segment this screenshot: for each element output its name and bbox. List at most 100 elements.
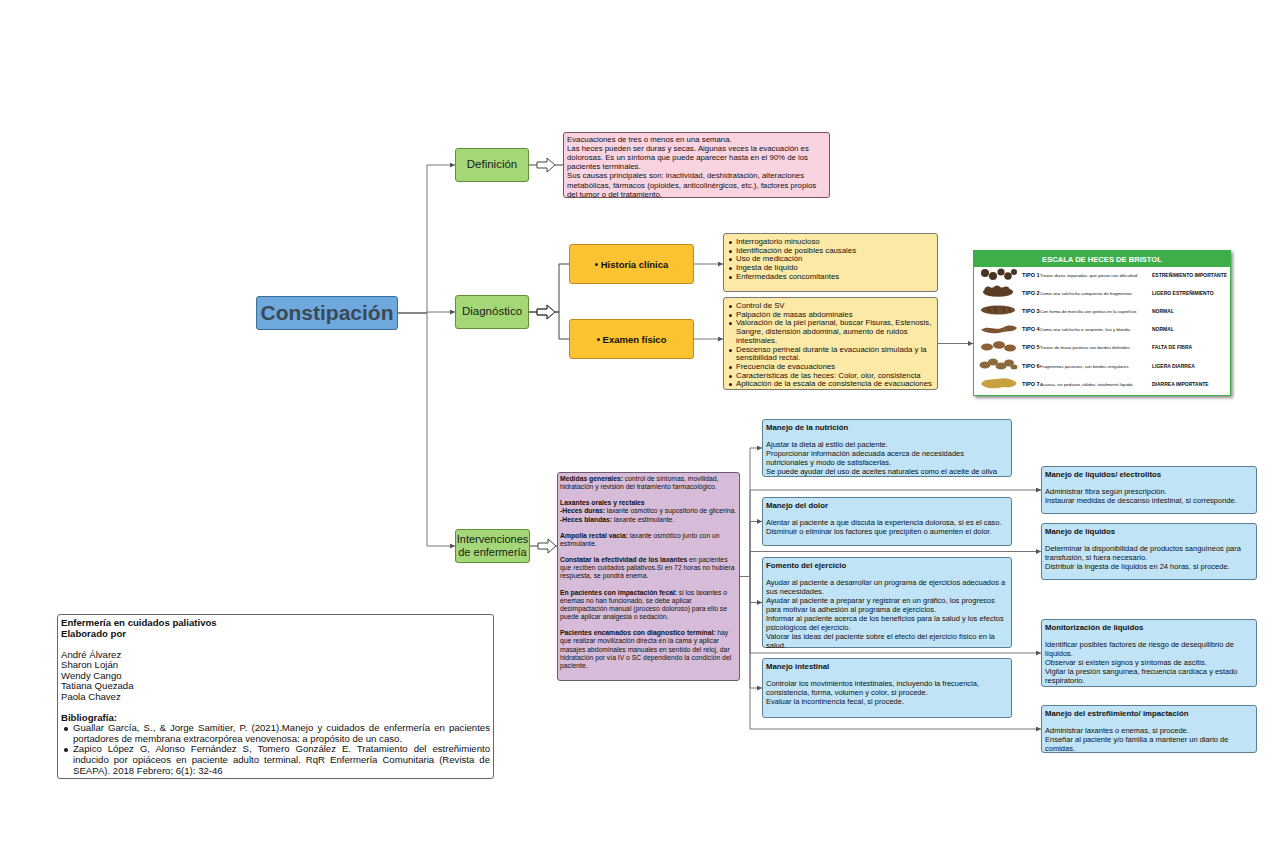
credits-box: Enfermería en cuidados paliativosElabora… — [57, 614, 494, 779]
paragraph-text: Controlar los movimientos intestinales, … — [766, 679, 1008, 697]
bullet-item: Palpación de masas abdominales — [728, 311, 933, 320]
text-row: En pacientes con impactación fecal:si lo… — [560, 589, 737, 622]
scale-cell: Fragmentos pastosos, con bordes irregula… — [1040, 363, 1130, 368]
care-box: Manejo de líquidos/ electrolitosAdminist… — [1041, 466, 1257, 514]
paragraph-text: Identificar posibles factores de riesgo … — [1045, 640, 1253, 658]
box-heading: Monitorización de líquidos — [1045, 623, 1253, 632]
text-row: Constatar la efectividad de los laxantes… — [560, 556, 737, 580]
paragraph-text: Determinar la disponibilidad de producto… — [1045, 544, 1253, 562]
paragraph-text: Alentar al paciente a que discuta la exp… — [766, 518, 1008, 527]
scale-cell: ESTREÑIMIENTO IMPORTANTE — [1152, 272, 1227, 278]
bullet-item: Identificación de posibles causales — [728, 247, 933, 256]
bullet-item: Ingesta de líquido — [728, 264, 933, 273]
scale-cell: Acuosa, sin pedazos sólidos, totalmente … — [1040, 381, 1134, 386]
connector-line — [694, 339, 723, 340]
paragraph-text: Evaluar la incontinencia fecal, si proce… — [766, 697, 1008, 706]
topic-box: Constipación — [256, 296, 398, 330]
bullet-item: Control de SV — [728, 302, 933, 311]
box-heading: Manejo del estreñimiento/ impactación — [1045, 709, 1253, 718]
credit-line: Bibliografía: — [61, 713, 490, 724]
node-label: Intervenciones de enfermería — [456, 533, 529, 558]
scale-cell: NORMAL — [1152, 308, 1174, 314]
scale-cell: Con forma de morcilla con grietas en la … — [1040, 309, 1138, 314]
credit-line: Wendy Cango — [61, 671, 490, 682]
scale-cell: TIPO 1 — [1022, 272, 1040, 278]
block-arrow — [530, 539, 560, 577]
connector-line — [398, 165, 455, 313]
paragraph-text: Sus causas principales son: inactividad,… — [567, 171, 826, 198]
scale-cell: TIPO 6 — [1022, 363, 1040, 369]
scale-cell: Trozos duros separados, que pasan con di… — [1040, 273, 1138, 278]
scale-cell: TIPO 3 — [1022, 308, 1040, 314]
scale-cell: NORMAL — [1152, 326, 1174, 332]
credit-line: Sharon Loján — [61, 660, 490, 671]
paragraph-text: laxante osmótico y supositorio de glicer… — [607, 507, 737, 514]
bullet-item: Enfermedades concomitantes — [728, 273, 933, 282]
scale-cell: TIPO 2 — [1022, 290, 1040, 296]
connector-line — [740, 577, 762, 603]
care-box: Fomento del ejercicioAyudar al paciente … — [762, 557, 1012, 648]
credit-line: Guallar García, S., & Jorge Samitier, P.… — [61, 723, 490, 744]
bullet-item: Aplicación de la escala de consistencia … — [728, 380, 933, 389]
list-box: Interrogatorio minuciosoIdentificación d… — [723, 233, 938, 292]
node-label: Historia clínica — [595, 259, 669, 270]
bullet-item: Características de las heces: Color, olo… — [728, 372, 933, 381]
node-label: Definición — [467, 158, 518, 171]
branch-box: Intervenciones de enfermería — [455, 529, 530, 563]
credit-line: Zapico López G, Alonso Fernández S, Tome… — [61, 744, 490, 776]
paragraph-text: Administrar laxantes o enemas, si proced… — [1045, 726, 1253, 735]
paragraph-text: Distribuir la ingesta de líquidos en 24 … — [1045, 562, 1253, 571]
bold-lead: Laxantes orales y rectales — [560, 499, 645, 506]
paragraph-text: Administrar fibra según prescripción. — [1045, 487, 1253, 496]
paragraph-text: Disminuir o eliminar los factores que pr… — [766, 527, 1008, 536]
paragraph-text: Evacuaciones de tres o menos en una sema… — [567, 135, 826, 144]
care-box: Manejo de líquidosDeterminar la disponib… — [1041, 523, 1257, 580]
paragraph-text: Observar si existen signos y síntomas de… — [1045, 658, 1253, 667]
text-row: Medidas generales:control de síntomas, m… — [560, 475, 737, 491]
box-heading: Manejo de líquidos — [1045, 527, 1253, 536]
block-arrow — [529, 264, 569, 319]
bullet-item: Uso de medicación — [728, 255, 933, 264]
scale-cell: LIGERA DIARREA — [1152, 363, 1195, 369]
scale-cell: TIPO 5 — [1022, 344, 1040, 350]
credit-line: Elaborado por — [61, 629, 490, 640]
paragraph-text: Valorar las ideas del paciente sobre el … — [766, 632, 1008, 650]
connector-line — [740, 577, 762, 689]
block-arrow — [529, 305, 569, 339]
paragraph-text: Se puede ayudar del uso de aceites natur… — [766, 467, 1008, 476]
text-row: -Heces blandas:laxante estimulante. — [560, 516, 737, 524]
bold-lead: -Heces duras: — [560, 507, 605, 514]
box-heading: Manejo de líquidos/ electrolitos — [1045, 470, 1253, 479]
credit-line: Tatiana Quezada — [61, 681, 490, 692]
sub-box: Examen físico — [569, 319, 694, 359]
scale-cell: Trozos de masa pastosa con bordes defini… — [1040, 345, 1131, 350]
credit-line: Paola Chavez — [61, 692, 490, 703]
intervention-box: Medidas generales:control de síntomas, m… — [557, 472, 740, 681]
paragraph-text: laxante estimulante. — [614, 516, 674, 523]
list-box: Control de SVPalpación de masas abdomina… — [723, 297, 938, 390]
credit-line: Enfermería en cuidados paliativos — [61, 618, 490, 629]
bold-lead: Medidas generales: — [560, 475, 623, 482]
connector-line — [740, 522, 762, 577]
scale-header: ESCALA DE HECES DE BRISTOL — [974, 251, 1230, 267]
connector-line — [740, 448, 762, 577]
sub-box: Historia clínica — [569, 244, 694, 284]
box-heading: Fomento del ejercicio — [766, 561, 1008, 570]
box-heading: Manejo intestinal — [766, 662, 1008, 671]
branch-box: Definición — [455, 148, 529, 182]
paragraph-text: Ayudar al paciente a desarrollar un prog… — [766, 578, 1008, 596]
paragraph-text: Instaurar medidas de descanso intestinal… — [1045, 496, 1253, 505]
paragraph-text: Informar al paciente acerca de los benef… — [766, 614, 1008, 632]
paragraph-text: Las heces pueden ser duras y secas. Algu… — [567, 144, 826, 171]
scale-cell: TIPO 7 — [1022, 381, 1040, 387]
bullet-item: Valoración de la piel perianal, buscar F… — [728, 319, 933, 345]
care-box: Manejo del dolorAlentar al paciente a qu… — [762, 497, 1012, 546]
scale-cell: FALTA DE FIBRA — [1152, 344, 1192, 350]
node-label: Diagnóstico — [462, 305, 522, 318]
connector-line — [938, 343, 973, 344]
connector-line — [694, 264, 723, 265]
paragraph-text: Enseñar al paciente y/o familia a manten… — [1045, 735, 1253, 753]
scale-cell: LIGERO ESTREÑIMIENTO — [1152, 290, 1214, 296]
credit-line: André Álvarez — [61, 650, 490, 661]
